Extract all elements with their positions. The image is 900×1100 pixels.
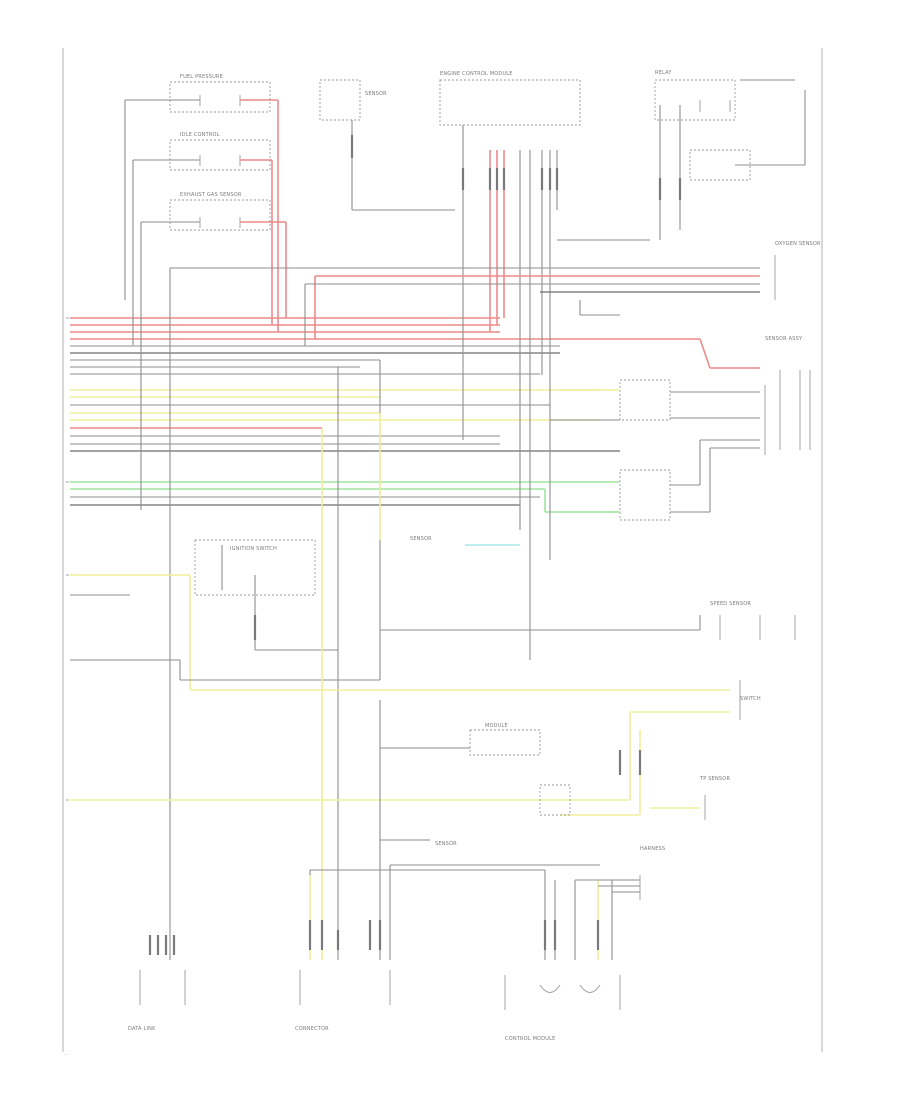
center-bottom-components: MODULE SENSOR — [379, 700, 541, 960]
svg-text:SPEED SENSOR: SPEED SENSOR — [710, 601, 751, 607]
top-left-switches: FUEL PRESSURE IDLE CONTROL EXHAUST GAS S… — [124, 74, 287, 510]
svg-text:ENGINE CONTROL MODULE: ENGINE CONTROL MODULE — [440, 71, 513, 77]
svg-text:SENSOR: SENSOR — [435, 841, 457, 847]
top-middle-sensor: SENSOR — [319, 79, 455, 211]
control-module-connector: ENGINE CONTROL MODULE — [439, 71, 581, 660]
svg-text:OXYGEN SENSOR: OXYGEN SENSOR — [775, 241, 821, 247]
right-yellow-components: SWITCH TP SENSOR — [70, 680, 761, 820]
yellow-harness: SPEED SENSOR — [70, 360, 796, 960]
bottom-harness: HARNESS — [309, 846, 665, 960]
svg-text:SENSOR: SENSOR — [410, 536, 432, 542]
svg-text:CONTROL MODULE: CONTROL MODULE — [505, 1036, 556, 1042]
svg-text:TP SENSOR: TP SENSOR — [699, 776, 730, 782]
svg-text:EXHAUST GAS SENSOR: EXHAUST GAS SENSOR — [180, 192, 242, 198]
svg-text:MODULE: MODULE — [485, 723, 508, 729]
top-right-relay: RELAY — [654, 70, 806, 240]
svg-text:CONNECTOR: CONNECTOR — [295, 1026, 329, 1032]
corner-label: ... — [64, 1051, 68, 1056]
pin-markers — [66, 317, 69, 801]
svg-text:FUEL PRESSURE: FUEL PRESSURE — [180, 74, 223, 80]
svg-text:RELAY: RELAY — [655, 70, 672, 76]
main-harness-bus — [70, 317, 760, 513]
svg-text:HARNESS: HARNESS — [640, 846, 665, 852]
center-sensor: SENSOR — [410, 536, 520, 546]
ignition-switch: IGNITION SWITCH — [194, 367, 339, 960]
svg-text:SWITCH: SWITCH — [740, 696, 761, 702]
svg-text:SENSOR ASSY: SENSOR ASSY — [765, 336, 803, 342]
right-side-wiring: OXYGEN SENSOR SENSOR ASSY — [169, 239, 821, 960]
svg-text:IGNITION SWITCH: IGNITION SWITCH — [230, 546, 277, 552]
switch-blocks — [550, 379, 766, 521]
diagram-frame — [62, 48, 823, 1052]
svg-text:DATA LINK: DATA LINK — [128, 1026, 156, 1032]
svg-text:SENSOR: SENSOR — [365, 91, 387, 97]
bottom-connectors: DATA LINK CONNECTOR CONTROL MODULE — [128, 920, 621, 1042]
svg-text:IDLE CONTROL: IDLE CONTROL — [180, 132, 220, 138]
